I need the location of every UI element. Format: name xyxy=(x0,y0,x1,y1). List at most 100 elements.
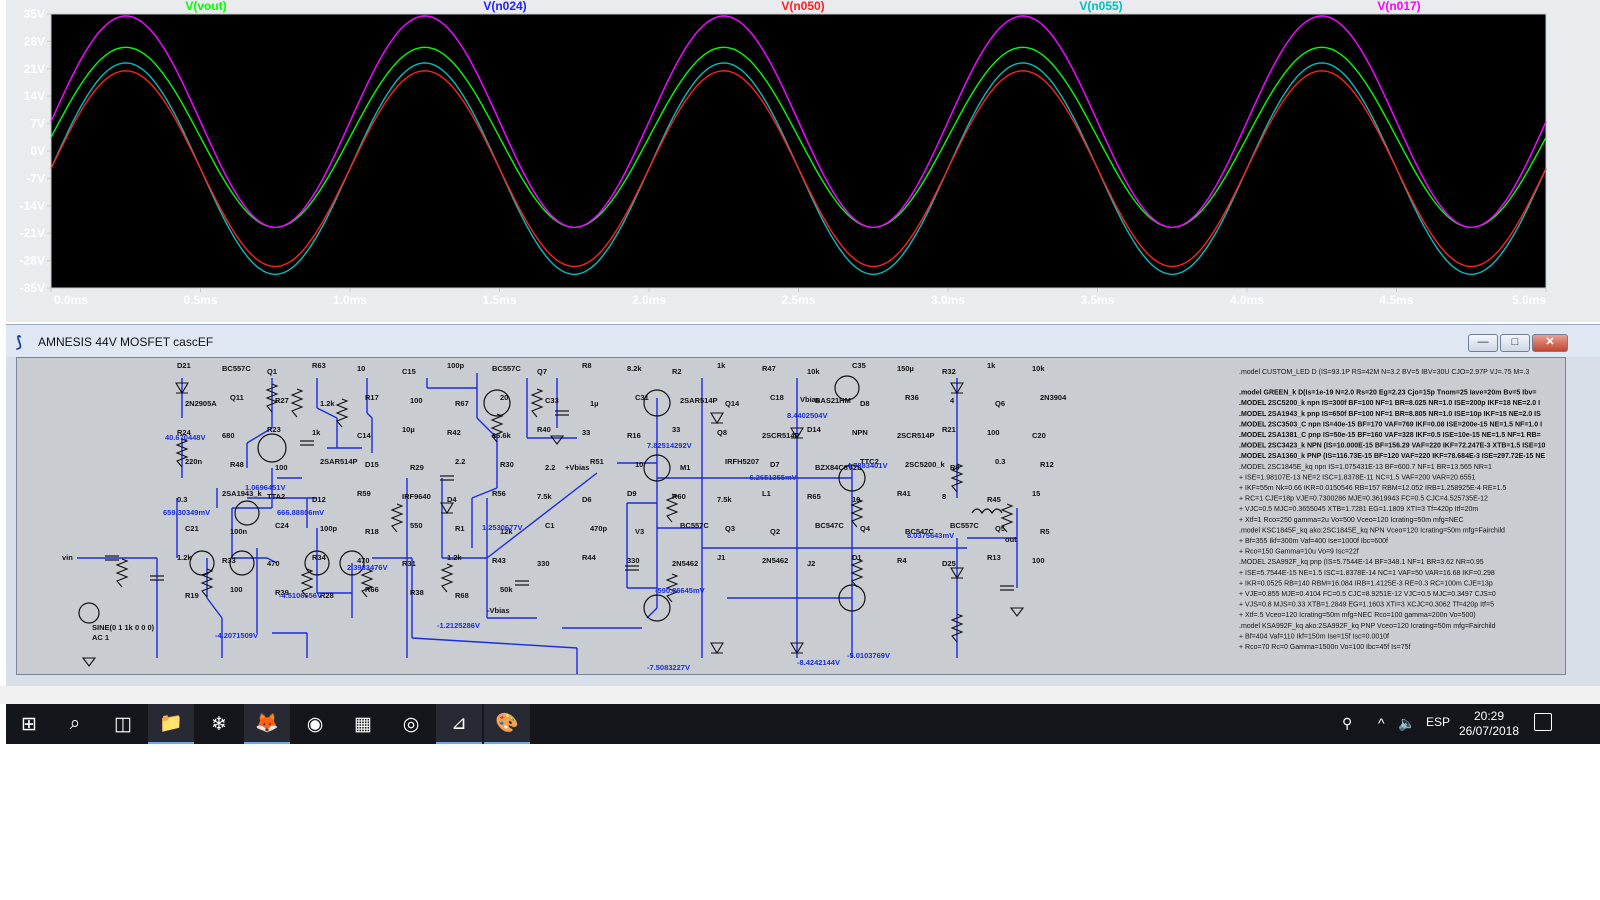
component-label: R16 xyxy=(627,431,641,440)
spice-model-line: + VJE=0.855 MJE=0.4104 FC=0.5 CJC=8.9251… xyxy=(1239,591,1496,598)
component-label: R36 xyxy=(905,393,919,402)
component-label: TTA2 xyxy=(267,492,285,501)
x-tick-label: 1.5ms xyxy=(482,293,516,307)
people-icon[interactable]: ⚲ xyxy=(1342,715,1353,731)
component-label: 2SCR514P xyxy=(897,431,935,440)
transistor-symbol xyxy=(483,389,511,417)
spice-model-line: .MODEL 2SC3503_C npn IS=40e-15 BF=170 VA… xyxy=(1239,421,1542,428)
component-label: R67 xyxy=(455,399,469,408)
spice-model-line: + Xtf=1 Rco=250 gamma=2u Vo=500 Vceo=120… xyxy=(1239,517,1464,524)
component-label: D25 xyxy=(942,559,956,568)
calculator[interactable]: ▦ xyxy=(340,704,386,744)
ltspice[interactable]: ⊿ xyxy=(436,704,482,744)
task-view-button[interactable]: ◫ xyxy=(100,704,146,744)
resistor-symbol xyxy=(1000,503,1014,533)
component-label: D15 xyxy=(365,460,379,469)
component-label: Q5 xyxy=(995,524,1005,533)
schematic-titlebar[interactable]: ⟆ AMNESIS 44V MOSFET cascEF — □ ✕ xyxy=(6,325,1600,357)
component-label: 15 xyxy=(1032,489,1040,498)
chromium[interactable]: ◎ xyxy=(388,704,434,744)
minimize-button[interactable]: — xyxy=(1468,334,1498,352)
component-label: 2SC5200_k xyxy=(905,460,945,469)
close-button[interactable]: ✕ xyxy=(1532,334,1568,352)
firefox[interactable]: 🦊 xyxy=(244,704,290,744)
component-label: R42 xyxy=(447,428,461,437)
wire xyxy=(411,637,578,649)
component-label: 0.3 xyxy=(177,495,187,504)
node-voltage-label: 8.0375643mV xyxy=(907,531,954,540)
component-label: R19 xyxy=(185,591,199,600)
component-label: 10 xyxy=(357,364,365,373)
wire xyxy=(486,472,598,559)
language-indicator[interactable]: ESP xyxy=(1426,715,1451,729)
y-tick-label: -21V xyxy=(20,226,45,240)
paint[interactable]: 🎨 xyxy=(484,704,530,744)
spice-model-line: .model GREEN_k D(Is=1e-19 N=2.0 Rs=20 Eg… xyxy=(1239,390,1536,397)
chrome[interactable]: ◉ xyxy=(292,704,338,744)
component-label: D1 xyxy=(852,553,862,562)
component-label: D9 xyxy=(627,489,637,498)
resistor-symbol xyxy=(950,463,964,493)
component-label: BC557C xyxy=(950,521,979,530)
start-button[interactable]: ⊞ xyxy=(6,704,52,744)
component-label: 2.2 xyxy=(545,463,555,472)
y-tick-label: 7V xyxy=(30,117,45,131)
component-label: C35 xyxy=(852,361,866,370)
node-voltage-label: -590.86645mV xyxy=(655,586,705,595)
component-label: 2SA1943_k xyxy=(222,489,262,498)
component-label: R51 xyxy=(590,457,604,466)
wolf-app[interactable]: ❄ xyxy=(196,704,242,744)
spice-model-line: + Rco=70 Rc=0 Gamma=1500n Vo=100 Ibc=45f… xyxy=(1239,644,1410,651)
component-label: 470 xyxy=(357,556,370,565)
spice-model-line: .MODEL 2SC3423_k NPN (IS=10.000E-15 BF=1… xyxy=(1239,443,1545,450)
component-label: 100 xyxy=(987,428,1000,437)
component-label: R8 xyxy=(582,361,592,370)
component-label: R5 xyxy=(1040,527,1050,536)
chrome-icon: ◉ xyxy=(306,713,324,735)
maximize-button[interactable]: □ xyxy=(1500,334,1530,352)
wire xyxy=(646,607,658,619)
net-label: vin xyxy=(62,553,73,562)
spice-model-line: + RC=1 CJE=18p VJE=0.7300286 MJE=0.36199… xyxy=(1239,496,1488,503)
component-label: 550 xyxy=(410,521,423,530)
spice-model-line: .MODEL 2SA1381_C pnp IS=50e-15 BF=160 VA… xyxy=(1239,432,1541,439)
component-label: 2.2 xyxy=(455,457,465,466)
component-label: R30 xyxy=(500,460,514,469)
paint-icon: 🎨 xyxy=(495,713,519,734)
component-label: 330 xyxy=(537,559,550,568)
component-label: TTC2 xyxy=(860,457,879,466)
component-label: IRFH5207 xyxy=(725,457,759,466)
inductor-symbol xyxy=(971,508,1003,515)
x-tick-label: 3.0ms xyxy=(931,293,965,307)
component-label: 1k xyxy=(987,361,996,370)
node-voltage-label: -4.2071509V xyxy=(215,631,258,640)
spice-model-line: + Bf=404 Vaf=110 Ikf=150m Ise=15f Isc=0.… xyxy=(1239,633,1389,640)
spice-model-line: .MODEL 2SA1943_k pnp IS=650f BF=100 NF=1… xyxy=(1239,411,1541,418)
diode-symbol xyxy=(710,642,724,655)
net-label: -Vbias xyxy=(487,606,510,615)
trace-label: V(n055) xyxy=(1079,0,1122,13)
resistor-symbol xyxy=(850,498,864,528)
y-tick-label: -28V xyxy=(20,254,45,268)
notification-center-icon[interactable] xyxy=(1534,713,1552,731)
component-label: BC557C xyxy=(680,521,709,530)
net-label: +Vbias xyxy=(565,463,589,472)
search-button[interactable]: ⌕ xyxy=(52,704,98,744)
voltage-source-icon xyxy=(78,602,100,624)
transistor-symbol xyxy=(834,375,860,401)
wire xyxy=(246,427,273,444)
spice-model-line: .model KSA992F_kq ako:2SA992F_kq PNP Vce… xyxy=(1239,623,1496,630)
component-label: R23 xyxy=(267,425,281,434)
file-explorer[interactable]: 📁 xyxy=(148,704,194,744)
tray-chevron-icon[interactable]: ^ xyxy=(1378,715,1385,731)
minimize-icon: — xyxy=(1477,336,1489,348)
node-voltage-label: 40.670448V xyxy=(165,433,205,442)
volume-icon[interactable]: 🔈 xyxy=(1398,715,1416,731)
waveform-plot[interactable]: 35V28V21V14V7V0V-7V-14V-21V-28V-35V0.0ms… xyxy=(6,0,1600,322)
